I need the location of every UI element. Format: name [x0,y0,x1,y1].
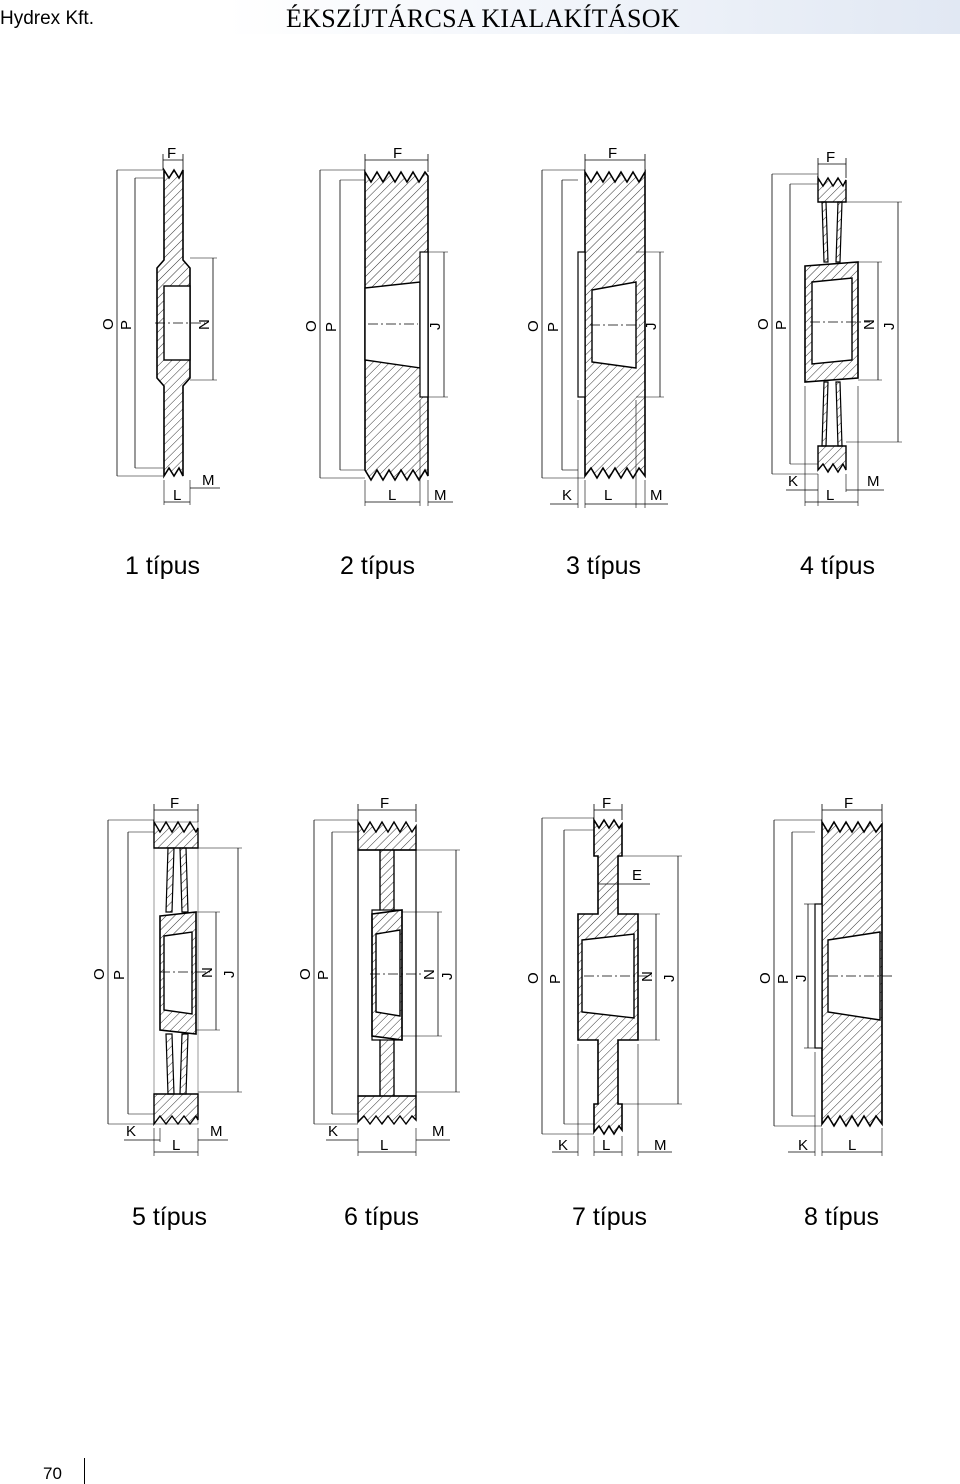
dim-f: F [608,145,617,162]
dim-l: L [604,487,612,504]
dim-p: P [547,974,564,984]
dim-p: P [111,970,128,980]
pulley-type-6-drawing: F O P N J K L M [297,795,460,1156]
dim-j: J [661,975,678,983]
dim-l: L [826,487,834,504]
dim-o: O [525,972,542,984]
dim-k: K [788,473,798,490]
dim-o: O [525,320,542,332]
pulley-type-1-drawing: F O P N L M [100,145,220,505]
dim-m: M [650,487,663,504]
page-title: ÉKSZÍJTÁRCSA KIALAKÍTÁSOK [286,4,680,33]
dim-l: L [380,1137,388,1154]
caption-type-7: 7 típus [572,1203,648,1231]
caption-type-1: 1 típus [125,552,201,580]
dim-p: P [323,322,340,332]
pulley-type-8: F O P J K L [752,790,912,1162]
pulley-type-4: F O P N J K [750,140,920,515]
dim-f: F [844,795,853,812]
dim-o: O [100,318,117,330]
dim-j: J [439,973,456,981]
dim-j: J [881,323,898,331]
dim-f: F [167,145,176,162]
dim-k: K [798,1137,808,1154]
dim-m: M [210,1123,223,1140]
dim-l: L [173,487,181,504]
dim-n: N [639,971,656,982]
dim-f: F [602,795,611,812]
dim-m: M [202,472,215,489]
dim-p: P [118,320,135,330]
dim-m: M [434,487,447,504]
dim-o: O [755,318,772,330]
dim-k: K [558,1137,568,1154]
dim-k: K [328,1123,338,1140]
company-name: Hydrex Kft. [0,8,94,29]
caption-type-2: 2 típus [340,552,416,580]
pulley-type-3-drawing: F O P J K L M [525,145,668,508]
dim-f: F [826,149,835,166]
dim-o: O [91,968,108,980]
dim-l: L [388,487,396,504]
dim-p: P [775,974,792,984]
pulley-type-1: F O P N L M [95,140,245,515]
pulley-type-6: F O P N J K L M [290,790,465,1160]
dim-j: J [793,975,810,983]
caption-type-8: 8 típus [804,1203,880,1231]
dim-j: J [427,323,444,331]
pulley-type-2: F O P J L M [298,140,458,515]
caption-type-3: 3 típus [566,552,642,580]
dim-k: K [126,1123,136,1140]
page-number-rule [84,1458,85,1484]
pulley-type-3: F O P J K L M [520,140,680,515]
pulley-type-5-drawing: F O P N J K L M [91,795,242,1156]
dim-f: F [393,145,402,162]
dim-l: L [848,1137,856,1154]
dim-j: J [221,971,238,979]
dim-j: J [643,323,660,331]
dim-p: P [315,970,332,980]
page-number: 70 [43,1464,62,1483]
dim-e: E [632,867,642,884]
dim-k: K [562,487,572,504]
caption-type-5: 5 típus [132,1203,208,1231]
caption-type-4: 4 típus [800,552,876,580]
dim-l: L [172,1137,180,1154]
dim-m: M [867,473,880,490]
dim-n: N [196,319,213,330]
dim-m: M [654,1137,667,1154]
dim-f: F [380,795,389,812]
dim-o: O [297,968,314,980]
dim-p: P [545,322,562,332]
dim-n: N [861,319,878,330]
dim-p: P [773,320,790,330]
pulley-type-4-drawing: F O P N J K [755,149,902,506]
pulley-type-7-drawing: F E O P N J K L M [525,795,682,1156]
dim-l: L [602,1137,610,1154]
dim-o: O [757,972,774,984]
dim-m: M [432,1123,445,1140]
pulley-type-7: F E O P N J K L M [522,790,692,1162]
pulley-type-5: F O P N J K L M [88,790,253,1160]
pulley-type-2-drawing: F O P J L M [303,145,453,506]
dim-n: N [199,967,216,978]
caption-type-6: 6 típus [344,1203,420,1231]
dim-o: O [303,320,320,332]
pulley-type-8-drawing: F O P J K L [757,795,892,1156]
title-bar [226,0,960,34]
dim-n: N [421,969,438,980]
dim-f: F [170,795,179,812]
